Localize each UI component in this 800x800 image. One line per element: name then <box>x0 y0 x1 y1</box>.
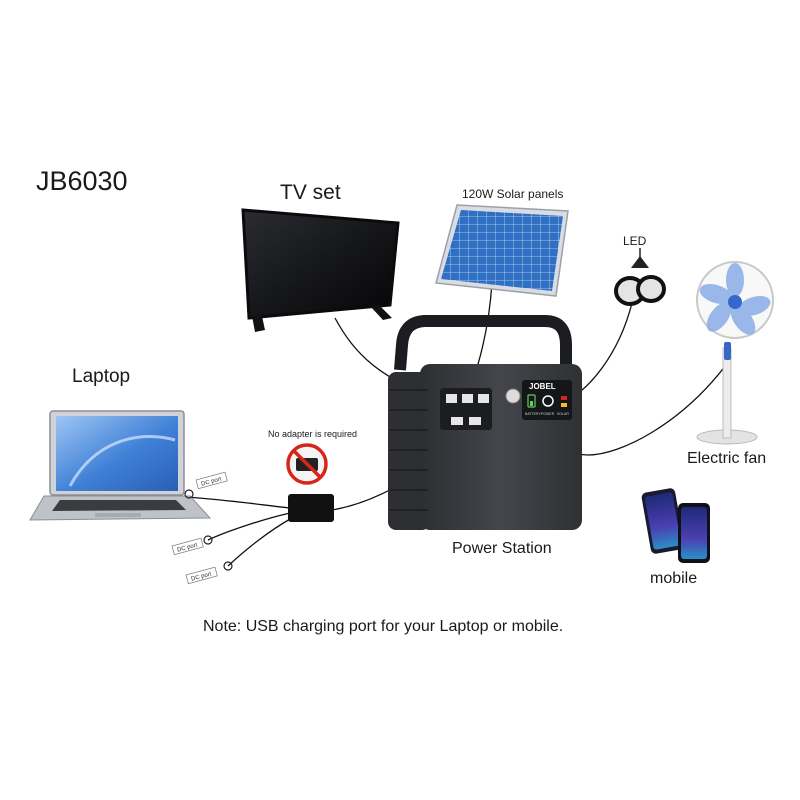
laptop-illustration <box>29 410 212 521</box>
solar-label: 120W Solar panels <box>462 187 564 201</box>
led-label: LED <box>623 234 647 248</box>
indicator-battery-label: BATTERY <box>525 412 541 416</box>
electric-fan-illustration <box>696 261 774 445</box>
indicator-power-label: POWER <box>541 412 555 416</box>
solar-panel-illustration <box>435 204 569 297</box>
no-adapter-icon <box>286 443 328 485</box>
power-station-illustration: JOBEL BATTERY POWER SOLAR <box>388 315 582 530</box>
adapter-illustration <box>288 494 334 522</box>
mobile-label: mobile <box>650 570 698 587</box>
brand-text: JOBEL <box>529 382 556 391</box>
dc-port-tag-1: DC port <box>177 542 199 553</box>
note-text: Note: USB charging port for your Laptop … <box>203 618 564 635</box>
tv-label: TV set <box>280 181 341 204</box>
fan-label: Electric fan <box>687 450 767 467</box>
model-title: JB6030 <box>36 166 128 196</box>
mobile-phones-illustration <box>641 488 710 563</box>
laptop-label: Laptop <box>72 366 131 387</box>
led-bulb-illustration <box>614 248 666 306</box>
power-station-label: Power Station <box>452 540 552 557</box>
dc-port-tag-laptop: DC port <box>201 476 223 487</box>
dc-port-tags: DC port DC port DC port <box>171 471 233 585</box>
indicator-solar-label: SOLAR <box>557 412 569 416</box>
adapter-label: No adapter is required <box>268 429 358 439</box>
dc-port-tag-2: DC port <box>191 571 213 582</box>
tv-set-illustration <box>241 208 400 332</box>
